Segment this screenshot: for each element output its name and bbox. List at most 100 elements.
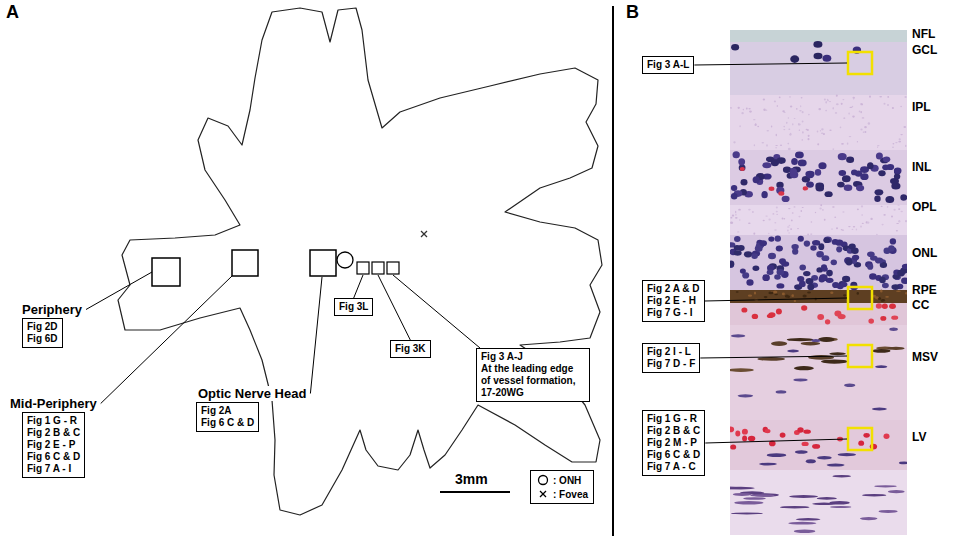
blood-cell (748, 436, 755, 442)
histology-image (715, 30, 910, 535)
highlight-square (848, 428, 872, 450)
texture-dot (802, 131, 803, 133)
leader-line (378, 275, 410, 340)
texture-dot (893, 143, 895, 144)
texture-dot (840, 126, 842, 128)
nucleus (819, 274, 827, 280)
fibre (731, 512, 763, 514)
figure-reference: Fig 2D (27, 321, 58, 333)
texture-dot (856, 228, 857, 230)
nucleus (824, 237, 832, 243)
texture-dot (755, 124, 757, 126)
pigment (785, 295, 789, 298)
panel-letter: B (626, 2, 639, 22)
texture-dot (787, 143, 789, 145)
legend-row: : Fovea (536, 487, 588, 501)
tissue-layer (730, 30, 907, 42)
texture-dot (802, 207, 804, 208)
texture-dot (786, 122, 788, 124)
melanocyte (818, 337, 834, 342)
texture-dot (842, 211, 844, 213)
layer-label: RPE (912, 283, 937, 297)
texture-dot (876, 234, 878, 236)
blood-cell (768, 312, 775, 317)
pigment (803, 294, 807, 297)
figure-reference: Fig 7 G - I (647, 307, 700, 319)
blood-cell (741, 307, 747, 312)
nucleus (806, 278, 814, 284)
nucleus (817, 456, 832, 459)
nucleus (793, 378, 807, 381)
blood-cell (803, 430, 811, 434)
leader-line (393, 275, 480, 348)
blood-cell (834, 311, 841, 317)
nucleus (738, 158, 745, 165)
texture-dot (788, 148, 791, 150)
texture-dot (862, 117, 865, 118)
nucleus (890, 238, 896, 244)
fibre (796, 518, 821, 521)
highlight-square (848, 287, 872, 309)
texture-dot (821, 133, 824, 134)
nucleus (838, 153, 847, 160)
callout-box: Fig 2 A & DFig 2 E - HFig 7 G - I (642, 280, 705, 322)
nucleus (795, 152, 804, 159)
figure-reference: Fig 2 M - P (647, 437, 700, 449)
blood-cell (752, 314, 758, 319)
tissue-layer (730, 290, 907, 303)
melanocyte (821, 360, 848, 364)
pigment (885, 296, 889, 298)
nucleus (856, 185, 864, 191)
texture-dot (905, 220, 907, 222)
texture-dot (862, 214, 863, 215)
texture-dot (730, 217, 732, 219)
nucleus (731, 44, 739, 51)
nucleus (731, 193, 738, 200)
texture-dot (748, 108, 750, 110)
callout-box: Optic Nerve HeadFig 2AFig 6 C & D (196, 402, 259, 432)
figure-reference: Fig 7 A - C (647, 461, 700, 473)
nucleus (875, 365, 887, 368)
sample-square (152, 258, 180, 286)
texture-dot (737, 231, 739, 232)
texture-dot (891, 216, 893, 218)
texture-dot (861, 205, 863, 207)
region-heading: Periphery (21, 302, 83, 317)
fibre (750, 494, 775, 496)
nucleus (762, 162, 771, 168)
leader-line (101, 276, 232, 404)
texture-dot (788, 208, 791, 209)
nucleus (875, 257, 883, 263)
blood-cell (742, 429, 748, 435)
blood-cell (863, 433, 869, 438)
texture-dot (794, 206, 796, 208)
texture-dot (820, 204, 822, 206)
nucleus (739, 165, 746, 171)
texture-dot (841, 229, 843, 230)
texture-dot (825, 110, 827, 112)
nucleus (790, 168, 797, 175)
layer-label: OPL (912, 200, 937, 214)
texture-dot (789, 96, 791, 97)
nucleus (825, 191, 833, 197)
nucleus (776, 390, 787, 393)
nucleus (894, 168, 901, 175)
legend-text: : Fovea (553, 489, 588, 500)
texture-dot (827, 99, 828, 101)
texture-dot (801, 210, 803, 212)
texture-dot (904, 96, 906, 98)
fibre (794, 530, 816, 534)
highlight-square (848, 345, 872, 367)
texture-dot (739, 219, 740, 221)
texture-dot (790, 228, 792, 230)
blood-cell (891, 316, 898, 320)
fibre (743, 497, 766, 500)
nucleus (751, 253, 758, 259)
texture-dot (731, 222, 733, 224)
texture-dot (827, 100, 828, 102)
layer-label: ONL (912, 246, 937, 260)
texture-dot (843, 117, 845, 119)
fibre (817, 497, 837, 500)
nucleus (839, 170, 847, 176)
pigment (880, 290, 883, 293)
